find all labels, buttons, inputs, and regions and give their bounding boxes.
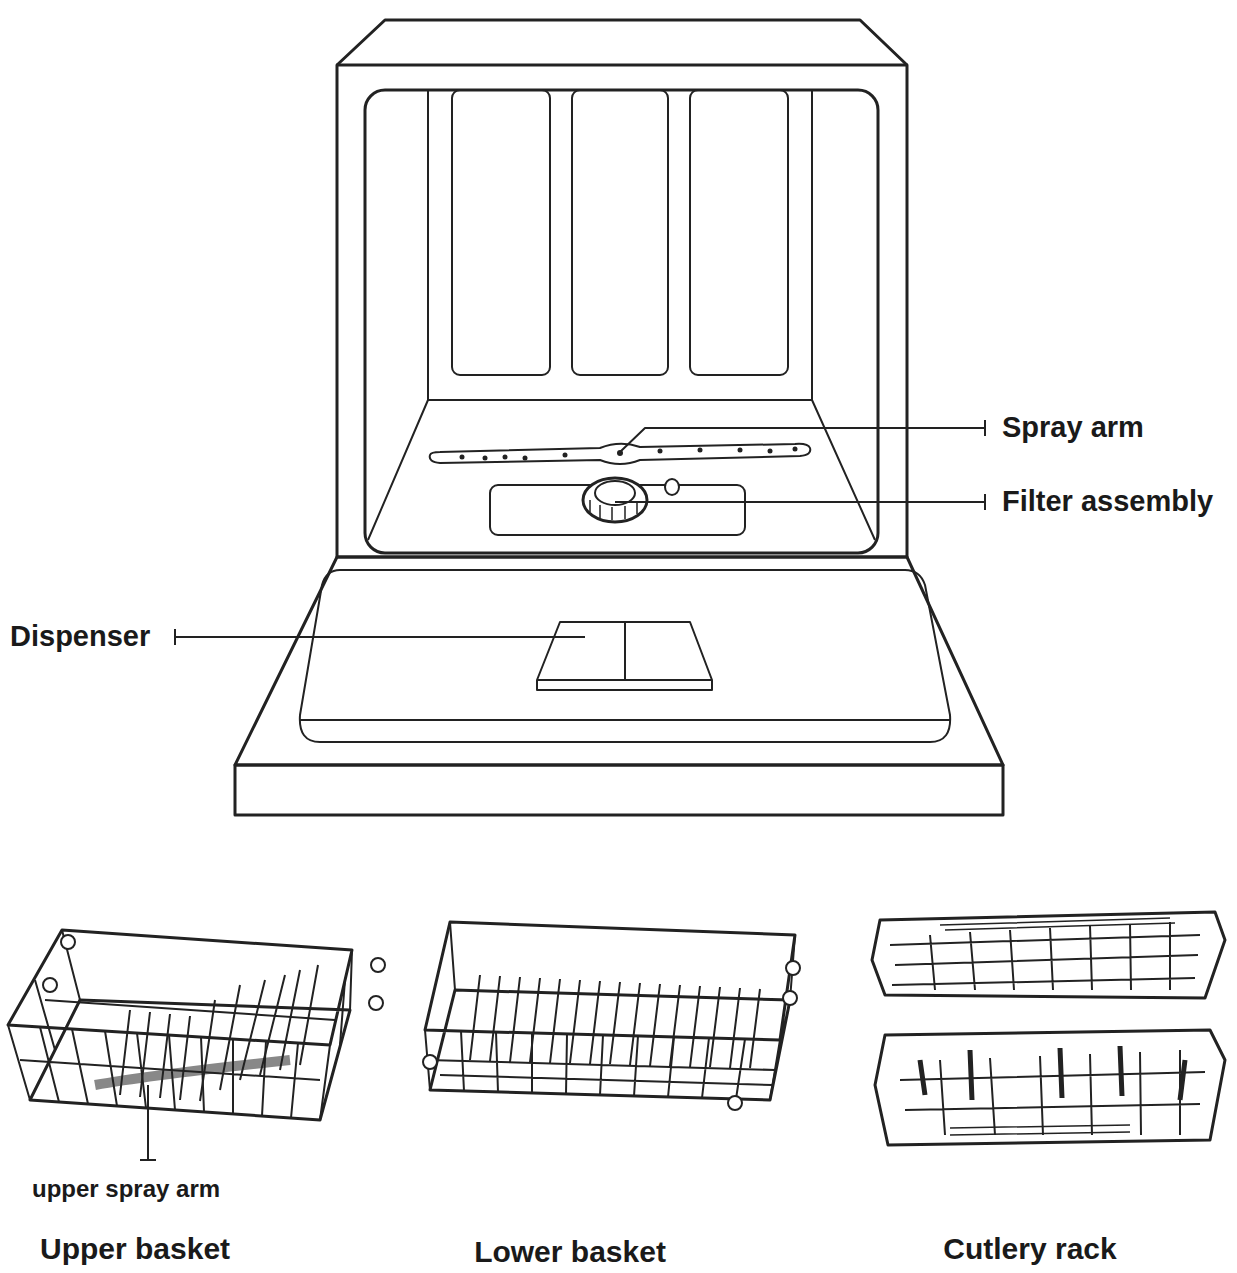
spray-hole <box>523 456 528 461</box>
part-label: Spray arm <box>1002 413 1144 442</box>
basket-wheel <box>783 991 797 1005</box>
spray-hole <box>563 453 568 458</box>
basket-wires <box>8 930 352 1120</box>
basket-wheel <box>61 935 75 949</box>
door-edge <box>235 765 1003 815</box>
caption-label: Cutlery rack <box>943 1234 1116 1264</box>
tub-cavity <box>365 90 878 553</box>
cutlery-tray <box>875 1030 1225 1145</box>
door-inner-panel <box>300 570 950 742</box>
spray-hole <box>793 447 798 452</box>
filter-ring <box>583 478 647 522</box>
basket-rim <box>8 930 352 1120</box>
spray-hole <box>483 456 488 461</box>
basket-tines <box>470 975 760 1068</box>
spray-hole <box>503 455 508 460</box>
cutlery-tray <box>872 912 1225 998</box>
basket-rim <box>425 922 795 1100</box>
basket-wheel <box>786 961 800 975</box>
back-wall <box>368 90 875 540</box>
leader-line <box>620 420 985 452</box>
leader-line <box>615 494 985 510</box>
open-door <box>235 557 1003 765</box>
basket-wheel <box>369 996 383 1010</box>
wall-panel <box>690 90 788 375</box>
small-knob <box>665 479 679 495</box>
spray-arm <box>430 444 811 464</box>
part-label: Dispenser <box>10 622 150 651</box>
basket-tines <box>120 965 318 1101</box>
dispenser <box>537 622 712 690</box>
tray-grid <box>890 922 1200 990</box>
cabinet-body <box>337 65 907 557</box>
basket-wheels <box>423 961 800 1110</box>
basket-wheel <box>728 1096 742 1110</box>
tray-grid <box>900 1050 1205 1135</box>
leader-line <box>140 1085 156 1160</box>
part-label: upper spray arm <box>32 1177 220 1201</box>
caption-label: Lower basket <box>474 1237 666 1267</box>
tray-slots <box>940 918 1175 930</box>
spray-hole <box>698 448 703 453</box>
basket-wheel <box>371 958 385 972</box>
spray-hole <box>460 455 465 460</box>
basket-wheel <box>423 1055 437 1069</box>
basket-wheels <box>43 935 385 1010</box>
basket-wheel <box>43 978 57 992</box>
tray-dividers <box>920 1046 1185 1100</box>
part-label: Filter assembly <box>1002 487 1213 516</box>
spray-hole <box>738 448 743 453</box>
spray-hole <box>768 449 773 454</box>
wall-panel <box>572 90 668 375</box>
basket-wires <box>425 922 795 1100</box>
spray-hole <box>658 449 663 454</box>
spray-holes <box>460 447 798 461</box>
caption-label: Upper basket <box>40 1234 230 1264</box>
tray-slots <box>950 1125 1130 1135</box>
cabinet-top <box>337 20 907 65</box>
leader-line <box>175 629 585 645</box>
wall-panel <box>452 90 550 375</box>
